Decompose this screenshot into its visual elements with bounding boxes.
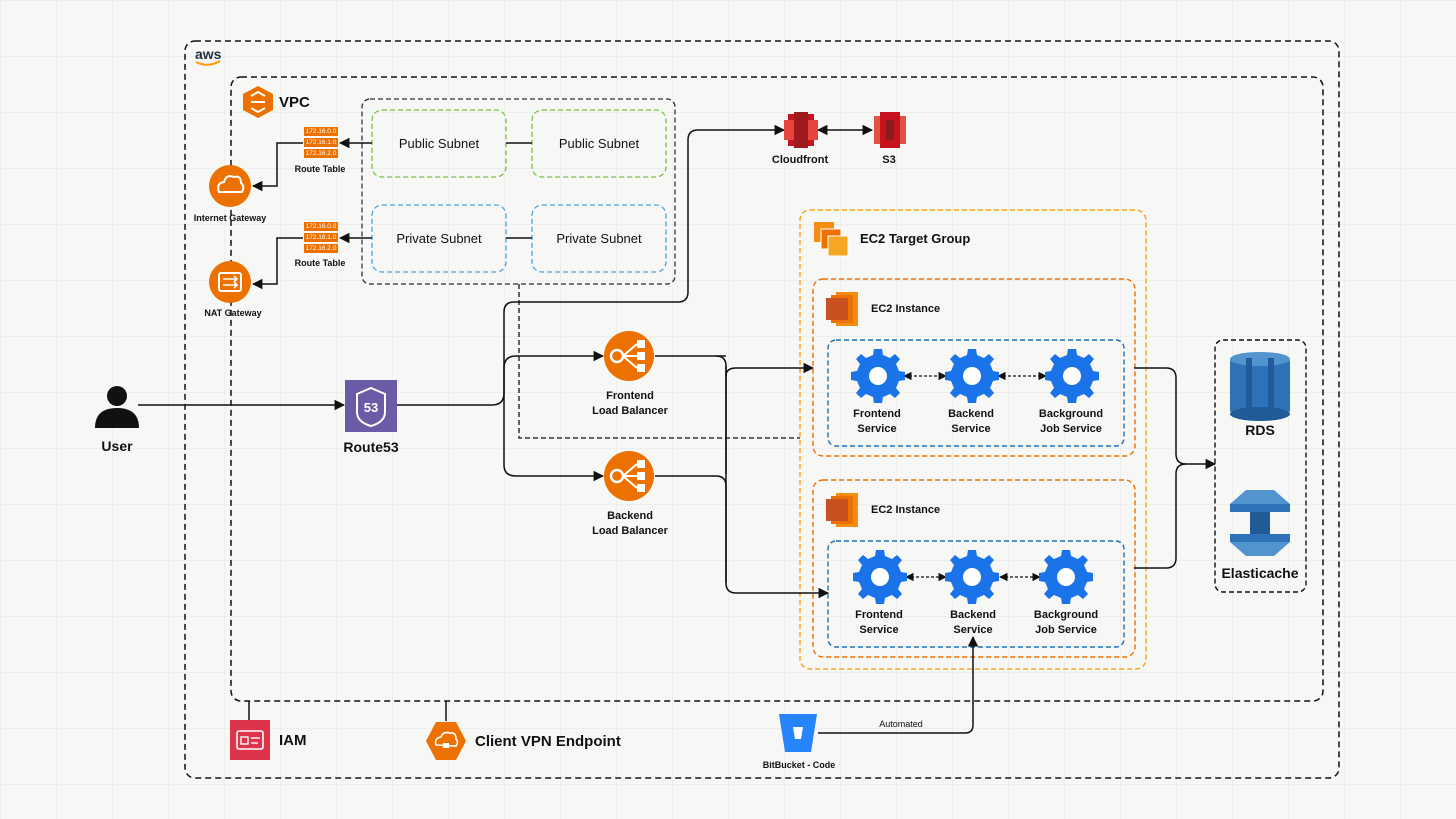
private-subnet-to-target-group: [518, 284, 800, 439]
route53-trunk: [397, 124, 786, 406]
backend-service-2-label: Backend Service: [950, 609, 996, 636]
gear-icon: [851, 349, 905, 403]
background-job-1-label: Background Job Service: [1038, 408, 1104, 435]
gear-icon: [1045, 349, 1099, 403]
bitbucket-label: BitBucket - Code: [762, 760, 836, 770]
backend-service-1-label: Backend Service: [948, 408, 994, 435]
cloudfront-icon: [784, 112, 818, 148]
frontend-service-2-label: Frontend Service: [855, 609, 903, 636]
route53-to-frontend-lb: [503, 350, 605, 405]
ec2-instance-1-label: EC2 Instance: [871, 303, 941, 315]
internet-gateway-label: Internet Gateway: [193, 213, 267, 223]
gear-icon: [945, 349, 999, 403]
route-table-2-entry-3: 172.16.2.0: [305, 245, 337, 252]
vpc-icon: [243, 86, 273, 118]
backend-lb-label: Backend Load Balancer: [592, 510, 668, 537]
nat-gateway-icon: [209, 261, 251, 303]
route-table-1-label: Route Table: [294, 164, 346, 174]
route-table-1-entry-1: 172.16.0.0: [305, 128, 337, 135]
route-table-1-entry-2: 172.16.1.0: [305, 139, 337, 146]
cloudfront-label: Cloudfront: [771, 154, 829, 166]
background-job-2-label: Background Job Service: [1033, 609, 1099, 636]
private-subnet-1-label: Private Subnet: [396, 231, 482, 246]
user-icon: [95, 386, 139, 428]
route-table-2-entry-1: 172.16.0.0: [305, 223, 337, 230]
svg-text:53: 53: [364, 400, 378, 415]
services-1-box: [827, 339, 1125, 447]
elasticache-icon: [1230, 490, 1290, 556]
vpc-label: VPC: [279, 94, 310, 111]
s3-label: S3: [882, 154, 896, 166]
ec2-instance-icon: [826, 493, 858, 527]
elasticache-label: Elasticache: [1221, 565, 1299, 581]
client-vpn-label: Client VPN Endpoint: [475, 733, 621, 750]
client-vpn-icon: [426, 722, 466, 760]
route53-to-backend-lb: [503, 405, 605, 482]
vpc-boundary: [230, 76, 1324, 702]
rds-icon: [1230, 352, 1290, 421]
rds-label: RDS: [1245, 422, 1275, 438]
backend-lb-to-instances: [655, 475, 830, 599]
subnets-group: [361, 98, 676, 285]
route-table-2-entry-2: 172.16.1.0: [305, 234, 337, 241]
route53-label: Route53: [343, 439, 399, 455]
gear-icon: [853, 550, 907, 604]
ec2-target-group-label: EC2 Target Group: [860, 231, 971, 246]
svg-text:aws: aws: [195, 46, 222, 62]
iam-label: IAM: [279, 732, 307, 749]
route-table-2-label: Route Table: [294, 258, 346, 268]
services-1-to-datastores: [1134, 367, 1217, 470]
nat-gateway-label: NAT Gateway: [204, 308, 262, 318]
private-subnet-2-label: Private Subnet: [556, 231, 642, 246]
user-label: User: [101, 438, 133, 454]
ec2-target-group-icon: [814, 222, 849, 257]
route53-icon: 53: [345, 380, 397, 432]
route-table-to-igw: [251, 142, 303, 192]
internet-gateway-icon: [209, 165, 251, 207]
ec2-target-group-box: [799, 209, 1147, 670]
bitbucket-icon: [779, 714, 817, 752]
route-table-to-nat: [251, 237, 303, 290]
aws-cloud-boundary: [184, 40, 1340, 779]
load-balancer-icon: [602, 329, 656, 383]
frontend-service-1-label: Frontend Service: [853, 408, 901, 435]
gear-icon: [1039, 550, 1093, 604]
public-subnet-1-label: Public Subnet: [398, 136, 480, 151]
frontend-lb-label: Frontend Load Balancer: [592, 390, 668, 417]
gear-icon: [945, 550, 999, 604]
s3-icon: [874, 112, 906, 148]
automated-label: Automated: [879, 719, 923, 729]
ec2-instance-icon: [826, 292, 858, 326]
bitbucket-to-backend-service: [818, 635, 979, 734]
route-table-1-entry-3: 172.16.2.0: [305, 150, 337, 157]
iam-icon: [230, 720, 270, 760]
public-subnet-2-label: Public Subnet: [558, 136, 640, 151]
load-balancer-icon: [602, 449, 656, 503]
aws-logo-icon: aws: [195, 46, 222, 66]
ec2-instance-2-label: EC2 Instance: [871, 504, 941, 516]
services-2-to-datastores: [1134, 463, 1187, 569]
